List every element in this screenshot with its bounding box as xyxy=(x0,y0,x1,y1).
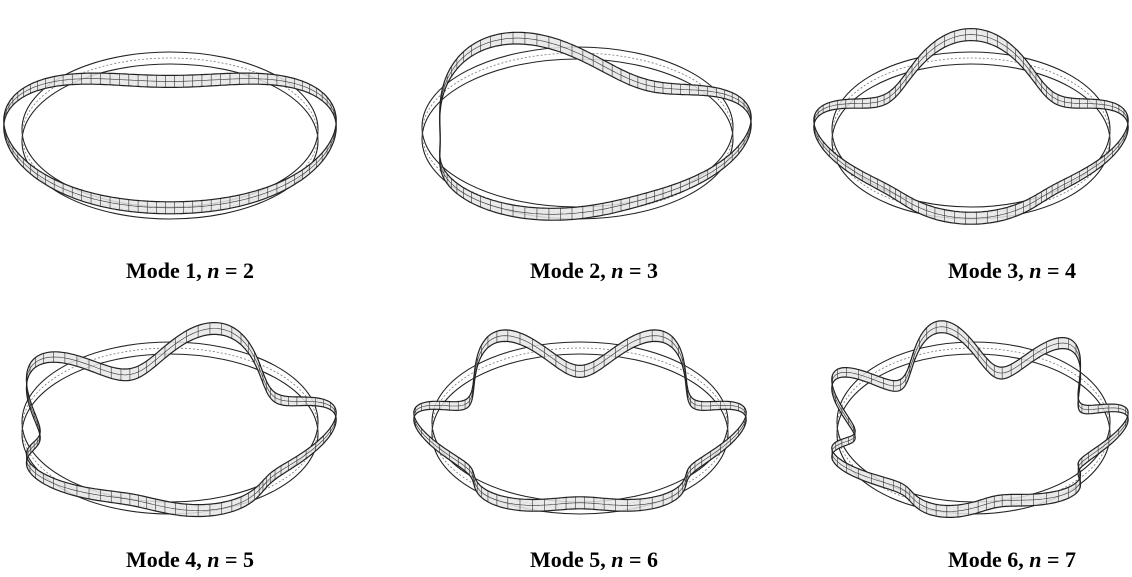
mode-1-n-value: 2 xyxy=(243,258,255,283)
mode-2-n-value: 3 xyxy=(647,258,659,283)
mode-2-caption: Mode 2, n = 3 xyxy=(484,258,704,284)
deformed-band-surface xyxy=(26,322,337,517)
mode-2-eq: = xyxy=(623,258,648,283)
deformed-band xyxy=(813,27,1129,225)
deformed-band-surface xyxy=(3,73,337,214)
mode-6-caption: Mode 6, n = 7 xyxy=(902,547,1122,573)
deformed-band-bottom-edge xyxy=(413,340,747,512)
mode-4-var: n xyxy=(207,547,220,572)
deformed-band-top-edge xyxy=(413,329,747,501)
deformed-band-bottom-edge xyxy=(3,83,337,215)
mode-5-caption: Mode 5, n = 6 xyxy=(484,547,704,573)
mode-4-eq: = xyxy=(219,547,244,572)
mode-3-figure xyxy=(810,10,1132,245)
deformed-band xyxy=(413,329,747,512)
undeformed-ring-centerline xyxy=(831,57,1111,214)
mode-4-figure xyxy=(0,300,340,540)
mode-3-caption: Mode 3, n = 4 xyxy=(902,258,1122,284)
mode-6-ring-drawing xyxy=(831,320,1129,518)
undeformed-ring-lower xyxy=(831,63,1111,220)
mode-6-figure xyxy=(815,300,1132,540)
deformed-band-top-edge xyxy=(831,320,1129,507)
deformed-band-top-edge xyxy=(3,72,337,203)
undeformed-ring-outer xyxy=(831,51,1111,208)
mode-3-eq: = xyxy=(1041,258,1066,283)
undeformed-ring-centerline xyxy=(431,347,729,509)
mode-6-var: n xyxy=(1029,547,1042,572)
mesh-midline xyxy=(831,326,1129,512)
mode-2-figure xyxy=(400,5,755,245)
mode-4-caption: Mode 4, n = 5 xyxy=(80,547,300,573)
deformed-band xyxy=(439,31,752,221)
mesh-midline xyxy=(813,34,1129,219)
deformed-band-top-edge xyxy=(25,322,337,506)
mesh-midline xyxy=(413,335,747,506)
undeformed-ring-lower xyxy=(431,353,729,515)
mode-5-var: n xyxy=(611,547,624,572)
mode-6-n-value: 7 xyxy=(1065,547,1077,572)
mode-3-n-value: 4 xyxy=(1065,258,1077,283)
deformed-band-surface xyxy=(413,329,747,512)
mode-1-var: n xyxy=(207,258,220,283)
deformed-band-top-edge xyxy=(813,27,1129,213)
mode-1-eq: = xyxy=(219,258,244,283)
deformed-band-bottom-edge xyxy=(439,43,752,221)
mode-6-eq: = xyxy=(1041,547,1066,572)
undeformed-ring-lower xyxy=(21,63,319,220)
mode-4-label: Mode 4, xyxy=(125,547,208,572)
deformed-band-bottom-edge xyxy=(813,39,1129,225)
mode-4-n-value: 5 xyxy=(243,547,255,572)
mode-5-label: Mode 5, xyxy=(529,547,612,572)
mode-2-label: Mode 2, xyxy=(529,258,612,283)
deformed-band-bottom-edge xyxy=(831,332,1129,518)
mode-5-ring-drawing xyxy=(413,329,747,515)
mode-1-figure xyxy=(0,10,340,245)
mode-2-ring-drawing xyxy=(421,31,752,221)
mode-4-ring-drawing xyxy=(21,322,337,518)
mode-3-label: Mode 3, xyxy=(947,258,1030,283)
mode-6-label: Mode 6, xyxy=(947,547,1030,572)
mode-1-caption: Mode 1, n = 2 xyxy=(80,258,300,284)
mode-1-label: Mode 1, xyxy=(125,258,208,283)
mode-5-eq: = xyxy=(623,547,648,572)
mode-2-var: n xyxy=(611,258,624,283)
mode-1-ring-drawing xyxy=(3,51,337,220)
undeformed-ring xyxy=(831,51,1111,220)
deformed-band-surface xyxy=(831,320,1129,518)
deformed-band xyxy=(831,320,1129,518)
mode-3-var: n xyxy=(1029,258,1042,283)
mode-5-figure xyxy=(410,300,750,540)
mode-3-ring-drawing xyxy=(813,27,1129,225)
deformed-band-bottom-edge xyxy=(25,333,337,518)
deformed-band xyxy=(25,322,337,518)
deformed-band xyxy=(3,72,337,215)
mode-5-n-value: 6 xyxy=(647,547,659,572)
